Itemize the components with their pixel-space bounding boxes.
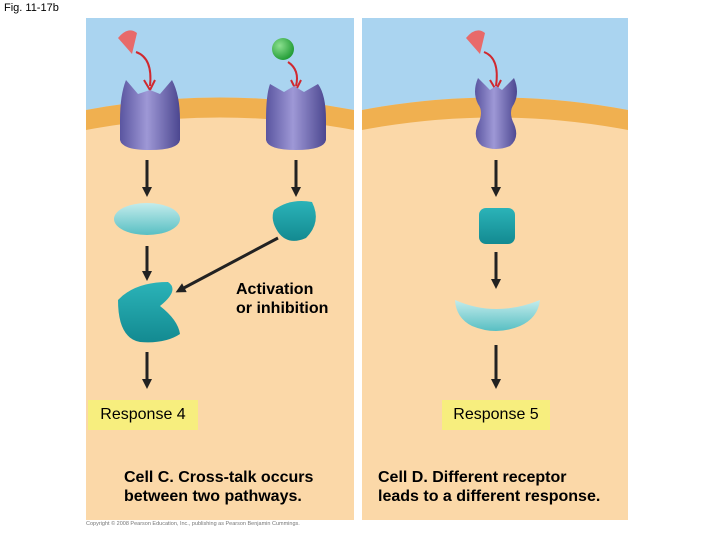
cell-d-caption-line1: Cell D. Different receptor <box>378 469 567 486</box>
cell-c-caption-line1: Cell C. Cross-talk occurs <box>124 469 314 486</box>
cell-d-caption-line2: leads to a different response. <box>378 488 601 505</box>
response-5-box: Response 5 <box>442 400 550 430</box>
activation-label-line2: or inhibition <box>236 300 329 317</box>
receptor-c1 <box>120 80 180 150</box>
receptor-c2 <box>266 84 326 150</box>
binding-arrow-c2 <box>287 61 298 87</box>
cell-c-caption: Cell C. Cross-talk occurs between two pa… <box>124 468 313 506</box>
activation-label: Activation or inhibition <box>236 280 328 318</box>
green-ligand-c <box>272 38 294 60</box>
copyright-notice: Copyright © 2008 Pearson Education, Inc.… <box>86 521 300 527</box>
relay-protein-c2 <box>118 282 180 343</box>
relay-protein-c1 <box>114 203 180 235</box>
activation-label-line1: Activation <box>236 281 314 298</box>
binding-arrow-d <box>483 51 498 87</box>
figure-label: Fig. 11-17b <box>4 2 59 14</box>
crosstalk-arrow <box>175 236 279 293</box>
relay-protein-c3 <box>272 201 316 241</box>
relay-protein-d1 <box>479 208 515 244</box>
relay-protein-d2 <box>455 300 540 331</box>
cell-d-caption: Cell D. Different receptor leads to a di… <box>378 468 600 506</box>
red-ligand-c <box>118 30 137 54</box>
red-ligand-d <box>466 30 485 54</box>
cell-c-caption-line2: between two pathways. <box>124 488 302 505</box>
receptor-d <box>475 78 517 149</box>
binding-arrow-c1 <box>135 51 152 87</box>
response-4-box: Response 4 <box>88 400 198 430</box>
